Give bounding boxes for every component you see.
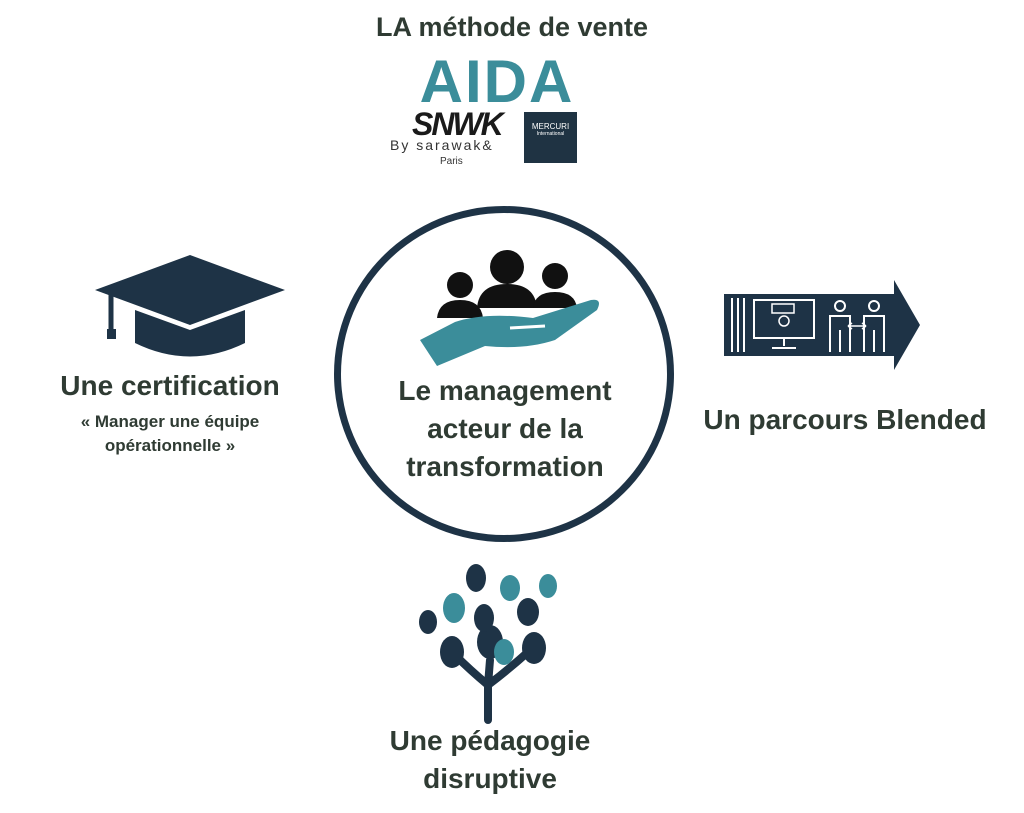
blended-arrow-icon bbox=[724, 280, 920, 370]
center-circle bbox=[334, 206, 674, 542]
hands-tree-icon bbox=[419, 564, 557, 724]
snwk-logo: SNWK bbox=[412, 106, 504, 142]
people-in-hand-icon bbox=[420, 250, 599, 366]
pedagogy-title: Une pédagogie disruptive bbox=[340, 722, 640, 798]
pedagogy-title-line1: Une pédagogie bbox=[389, 725, 591, 756]
mercuri-sub: International bbox=[536, 131, 565, 137]
certification-subtitle-line1: « Manager une équipe bbox=[80, 412, 260, 431]
mercuri-name: MERCURI bbox=[531, 122, 570, 131]
certification-subtitle-line2: opérationnelle » bbox=[104, 436, 236, 455]
center-label: Le management acteur de la transformatio… bbox=[370, 372, 640, 486]
certification-subtitle: « Manager une équipe opérationnelle » bbox=[40, 410, 300, 458]
graduation-cap-icon bbox=[95, 255, 285, 357]
pedagogy-title-line2: disruptive bbox=[423, 763, 557, 794]
mercuri-logo: MERCURI International bbox=[524, 112, 577, 163]
blended-title: Un parcours Blended bbox=[703, 404, 987, 435]
certification-title: Une certification bbox=[60, 370, 280, 401]
page-title: LA méthode de vente bbox=[375, 12, 649, 42]
center-label-line1: Le management bbox=[398, 375, 612, 406]
sarawak-byline: By sarawak& bbox=[390, 137, 494, 153]
center-label-line2: acteur de la bbox=[427, 413, 583, 444]
sarawak-city: Paris bbox=[440, 156, 463, 167]
center-label-line3: transformation bbox=[406, 451, 604, 482]
aida-logo: AIDA bbox=[419, 48, 575, 115]
